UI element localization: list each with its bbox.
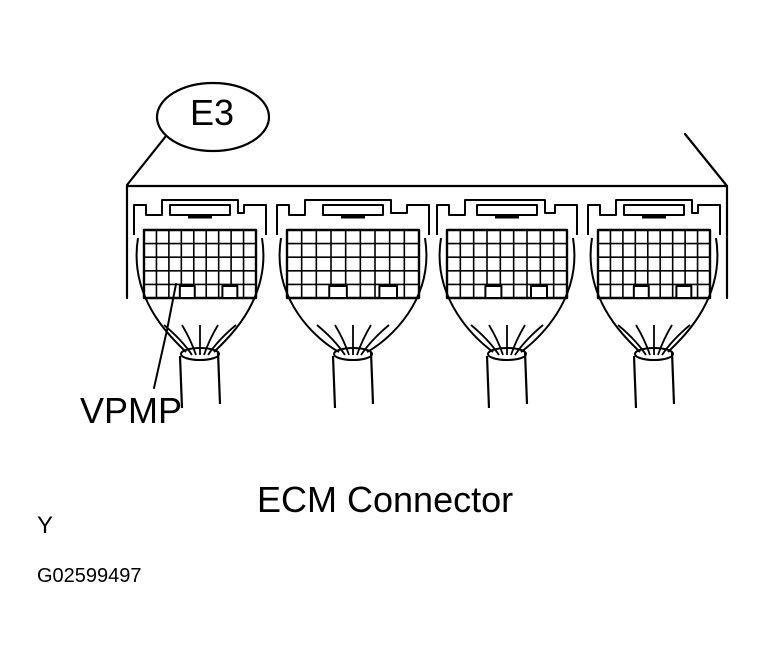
pin-label-vpmp: VPMP	[80, 390, 183, 431]
connector-housing-top	[125, 132, 729, 188]
connector-block	[133, 199, 267, 409]
connector-block	[587, 199, 721, 409]
connector-callout-label: E3	[190, 92, 235, 133]
connector-block	[276, 199, 430, 409]
callout-leader	[125, 134, 168, 187]
corner-mark: Y	[37, 512, 54, 539]
vpmp-leader-line	[153, 283, 177, 389]
figure-code: G02599497	[37, 565, 142, 587]
diagram-title: ECM Connector	[257, 479, 514, 520]
callout-bubble	[155, 81, 271, 153]
connector-block	[436, 199, 578, 409]
